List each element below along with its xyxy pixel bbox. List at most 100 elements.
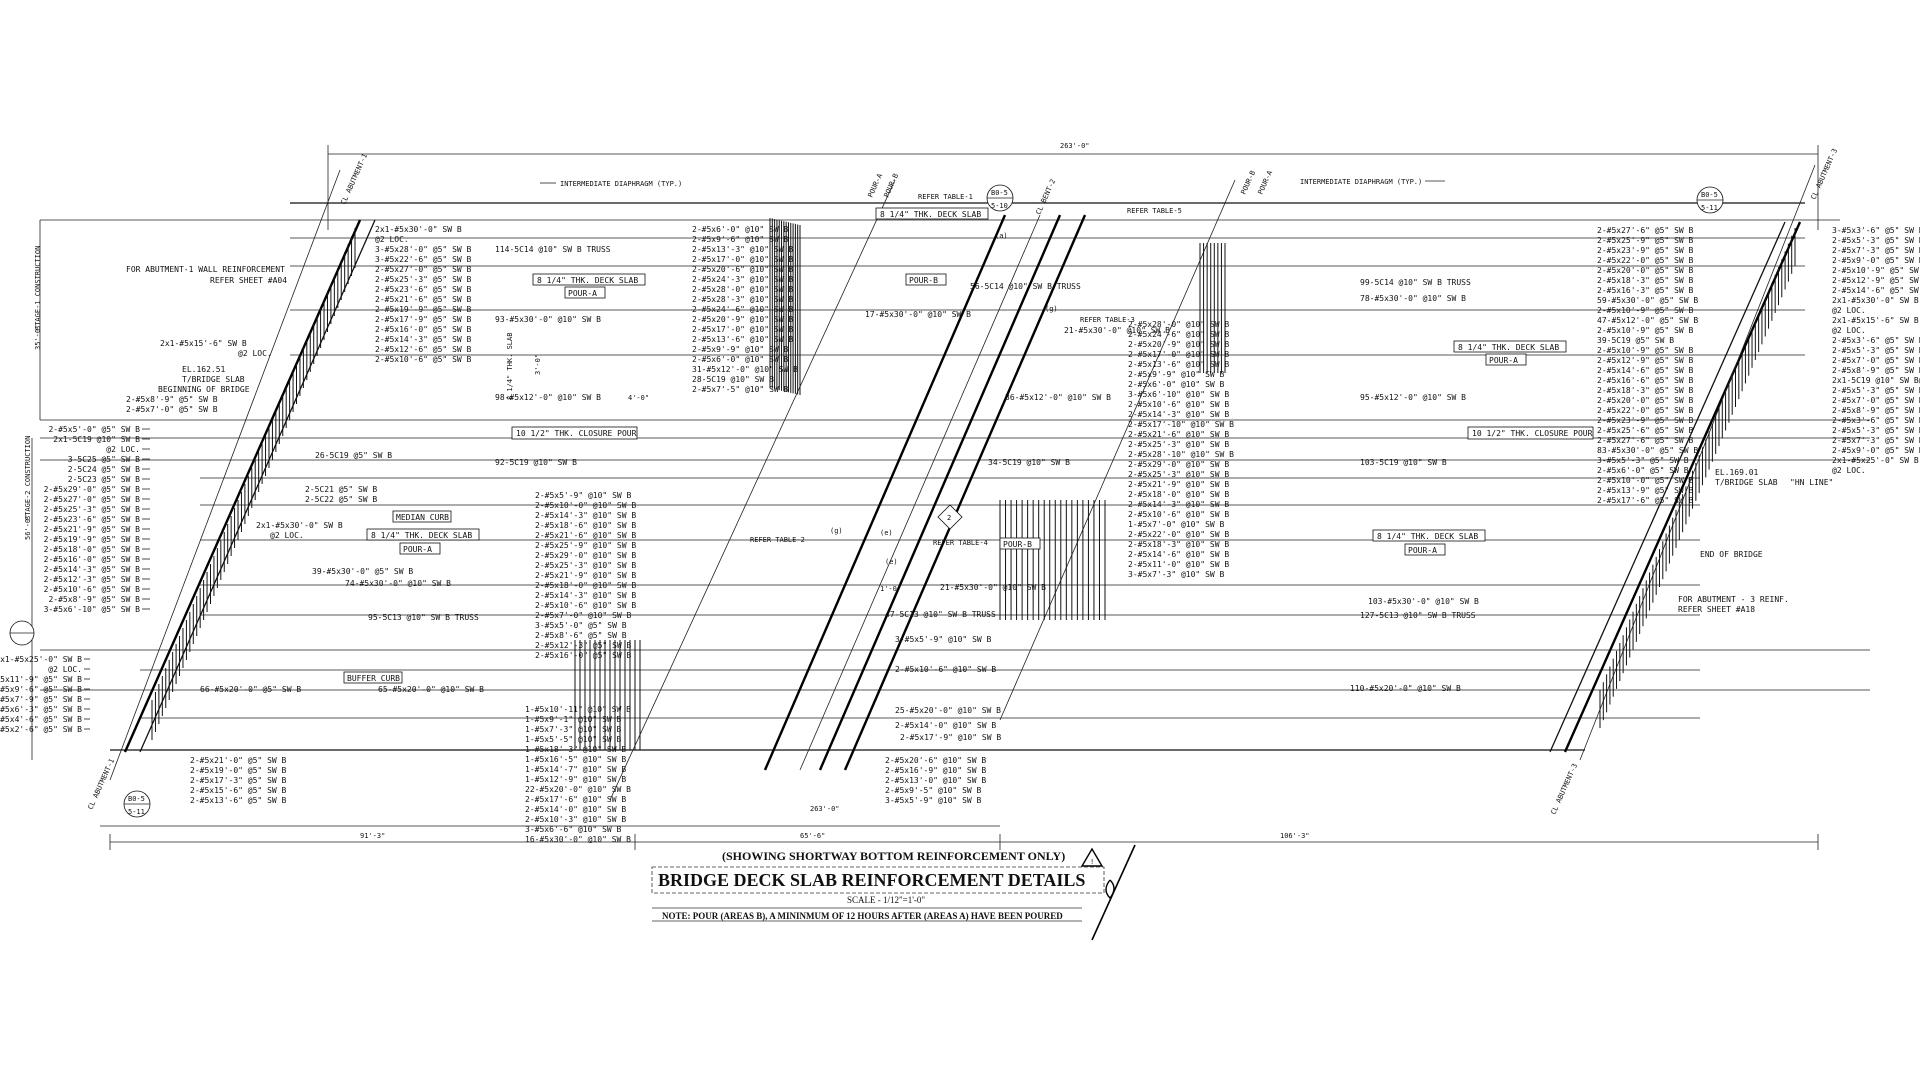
callout-deck-slab-5: 8 1/4" THK. DECK SLAB POUR-A [1372,529,1486,556]
svg-text:STAGE-1 CONSTRUCTION: STAGE-1 CONSTRUCTION [34,246,42,330]
bar-label: 2-#5x14'-3" @10" SW B [1128,500,1229,509]
overall-dimension-top: 263'-0" [327,142,1819,230]
bar-label: @2 LOC. [375,235,409,244]
bar-label: 74-#5x30'-0" @10" SW B [345,579,451,588]
svg-text:REFER TABLE-4: REFER TABLE-4 [933,539,988,547]
bar-label: 78-#5x30'-0" @10" SW B [1360,294,1466,303]
svg-text:(a): (a) [995,232,1008,240]
bar-label: @2 LOC. [1832,306,1866,315]
bar-label: 2-#5x6'-0" @10" SW B [692,225,789,234]
callout-closure-pour-right: 10 1/2" THK. CLOSURE POUR [1467,426,1594,440]
stage-dimensions: 35'-0" STAGE-1 CONSTRUCTION 56'-0" STAGE… [24,220,42,760]
bar-label: 2-5C23 @5" SW B [68,475,140,484]
svg-text:INTERMEDIATE DIAPHRAGM (TYP.): INTERMEDIATE DIAPHRAGM (TYP.) [1300,178,1422,186]
bar-label: 3-#5x5'-0" @5" SW B [535,621,627,630]
bar-label: 2-#5x6'-3" @5" SW B [0,705,82,714]
bar-labels-span-1-bottom: 1-#5x10'-11" @10" SW B1-#5x9'-1" @10" SW… [525,705,631,844]
svg-text:B0-5: B0-5 [128,795,145,803]
bar-label: 2-#5x13'-6" @10" SW B [692,335,793,344]
callout-closure-pour-left: 10 1/2" THK. CLOSURE POUR [511,426,638,440]
svg-text:INTERMEDIATE DIAPHRAGM (TYP.): INTERMEDIATE DIAPHRAGM (TYP.) [560,180,682,188]
bar-label: 103-#5x30'-0" @10" SW B [1368,597,1479,606]
bar-labels-span-1-mid: 2-#5x5'-9" @10" SW B2-#5x10'-0" @10" SW … [535,491,636,660]
bar-label: 2-5C22 @5" SW B [305,495,377,504]
bar-label: 2-#5x16'-0" @5" SW B [375,325,472,334]
bar-label: 95-#5x12'-0" @10" SW B [1360,393,1466,402]
bar-label: 2-#5x24'-6" @10" SW B [1128,330,1229,339]
bar-label: 2-#5x23'-9" @5" SW B [1597,246,1694,255]
bar-label: 2-#5x9'-9" @10" SW B [692,345,789,354]
svg-text:STAGE-2 CONSTRUCTION: STAGE-2 CONSTRUCTION [24,436,32,520]
svg-text:BEGINNING OF BRIDGE: BEGINNING OF BRIDGE [158,385,250,394]
bar-label: 2-#5x17'-3" @5" SW B [190,776,287,785]
svg-text:REFER TABLE-2: REFER TABLE-2 [750,536,805,544]
bar-label: 2-#5x14'-0" @10" SW B [895,721,996,730]
bar-label: @2 LOC. [1832,326,1866,335]
svg-text:B0-5: B0-5 [1701,191,1718,199]
bar-label: 2-#5x29'-0" @10" SW B [535,551,636,560]
bar-label: 2-#5x10'-0" @10" SW B [535,501,636,510]
svg-text:POUR-B: POUR-B [1003,540,1032,549]
bar-label: 2-#5x23'-6" @5" SW B [44,515,141,524]
rebar-hatch-bent-2 [574,218,1226,750]
svg-text:65'-6": 65'-6" [800,832,825,840]
detail-bubble-2: B0-5 5-11 [1696,186,1724,214]
bar-label: 2-#5x7'-3" @5" SW B [1832,246,1920,255]
bar-label: 2-#5x14'-0" @10" SW B [525,805,626,814]
bar-label: 2-#5x20'-6" @10" SW B [885,756,986,765]
bar-label: 2-#5x21'-6" @10" SW B [1128,430,1229,439]
bar-label: 2-#5x21'-9" @10" SW B [535,571,636,580]
bar-label: 2-#5x14'-3" @5" SW B [375,335,472,344]
bar-label: 2-#5x5'-3" @5" SW B [1832,346,1920,355]
bar-label: 2-#5x25'-9" @5" SW B [1597,236,1694,245]
svg-text:!: ! [1090,858,1094,866]
svg-text:(g): (g) [1045,305,1058,313]
pour-joint-skews [609,179,1236,801]
bar-label: 2-#5x9'-6" @10" SW B [692,235,789,244]
abutment-1-notes: FOR ABUTMENT-1 WALL REINFORCEMENT REFER … [126,265,287,394]
bar-label: 2-#5x13'-9" @5" SW B [1597,486,1694,495]
rebar-hatch-abutment-3 [1599,228,1796,728]
svg-text:REFER SHEET #A18: REFER SHEET #A18 [1678,605,1755,614]
bar-label: 2-#5x27'-0" @5" SW B [375,265,472,274]
svg-text:CL ABUTMENT-3: CL ABUTMENT-3 [1550,763,1580,816]
bar-label: 1-#5x10'-11" @10" SW B [525,705,631,714]
bar-label: 2-#5x6'-0" @10" SW B [692,355,789,364]
triangle-warning-icon [1080,847,1104,867]
bar-label: 2-#5x9'-9" @10" SW B [1128,370,1225,379]
bar-label: 2-#5x11'-0" @10" SW B [1128,560,1229,569]
bar-label: 1-#5x7'-0" @10" SW B [1128,520,1225,529]
bar-label: 2-#5x9'-6" @5" SW B [0,685,82,694]
bar-label: 2-#5x22'-0" @5" SW B [1597,256,1694,265]
bar-label: 2-#5x22'-0" @5" SW B [1597,406,1694,415]
bar-label: 2-#5x25'-3" @10" SW B [1128,470,1229,479]
bar-label: 2-#5x18'-0" @10" SW B [535,581,636,590]
svg-text:263'-0": 263'-0" [1060,142,1090,150]
bar-label: 2-#5x25'-6" @5" SW B [1597,426,1694,435]
bar-label: 39-5C19 @5" SW B [1597,336,1674,345]
svg-text:POUR-A: POUR-A [1489,356,1518,365]
bar-label: 16-#5x30'-0" @10" SW B [525,835,631,844]
svg-text:T/BRIDGE SLAB: T/BRIDGE SLAB [1715,478,1778,487]
bar-label: 2-#5x10'-6" @10" SW B [535,601,636,610]
svg-text:EL.169.01: EL.169.01 [1715,468,1759,477]
bar-label: 2-#5x7'-3" @5" SW B [1832,436,1920,445]
bar-label: 2-#5x5'-0" @5" SW B [48,425,140,434]
bar-label: 2-#5x21'-0" @5" SW B [190,756,287,765]
bar-label: 2-#5x5'-3" @5" SW B [1832,386,1920,395]
svg-text:POUR-B: POUR-B [883,172,901,198]
bar-label: 2-#5x21'-6" @5" SW B [375,295,472,304]
bar-label: 2-#5x7'-0" @5" SW B [1832,396,1920,405]
bar-label: 2-#5x20'-0" @5" SW B [1597,266,1694,275]
bar-label: 2-#5x7'-0" @5" SW B [1832,356,1920,365]
bar-label: 2x1-5C19 @10" SW B [53,435,140,444]
bar-label: 2-#5x10'-6" @10" SW B [1128,400,1229,409]
svg-text:8 1/4" THK. DECK SLAB: 8 1/4" THK. DECK SLAB [371,531,472,540]
bar-label: 2-#5x25'-3" @5" SW B [44,505,141,514]
callout-deck-slab-3: 8 1/4" THK. DECK SLAB POUR-A [1453,340,1567,366]
bar-label: 2-#5x17'-6" @10" SW B [525,795,626,804]
bar-label: 2-#5x7'-9" @5" SW B [0,695,82,704]
drawing-scale: SCALE - 1/12"=1'-0" [847,895,925,905]
bar-label: 2-#5x13'-3" @10" SW B [692,245,793,254]
